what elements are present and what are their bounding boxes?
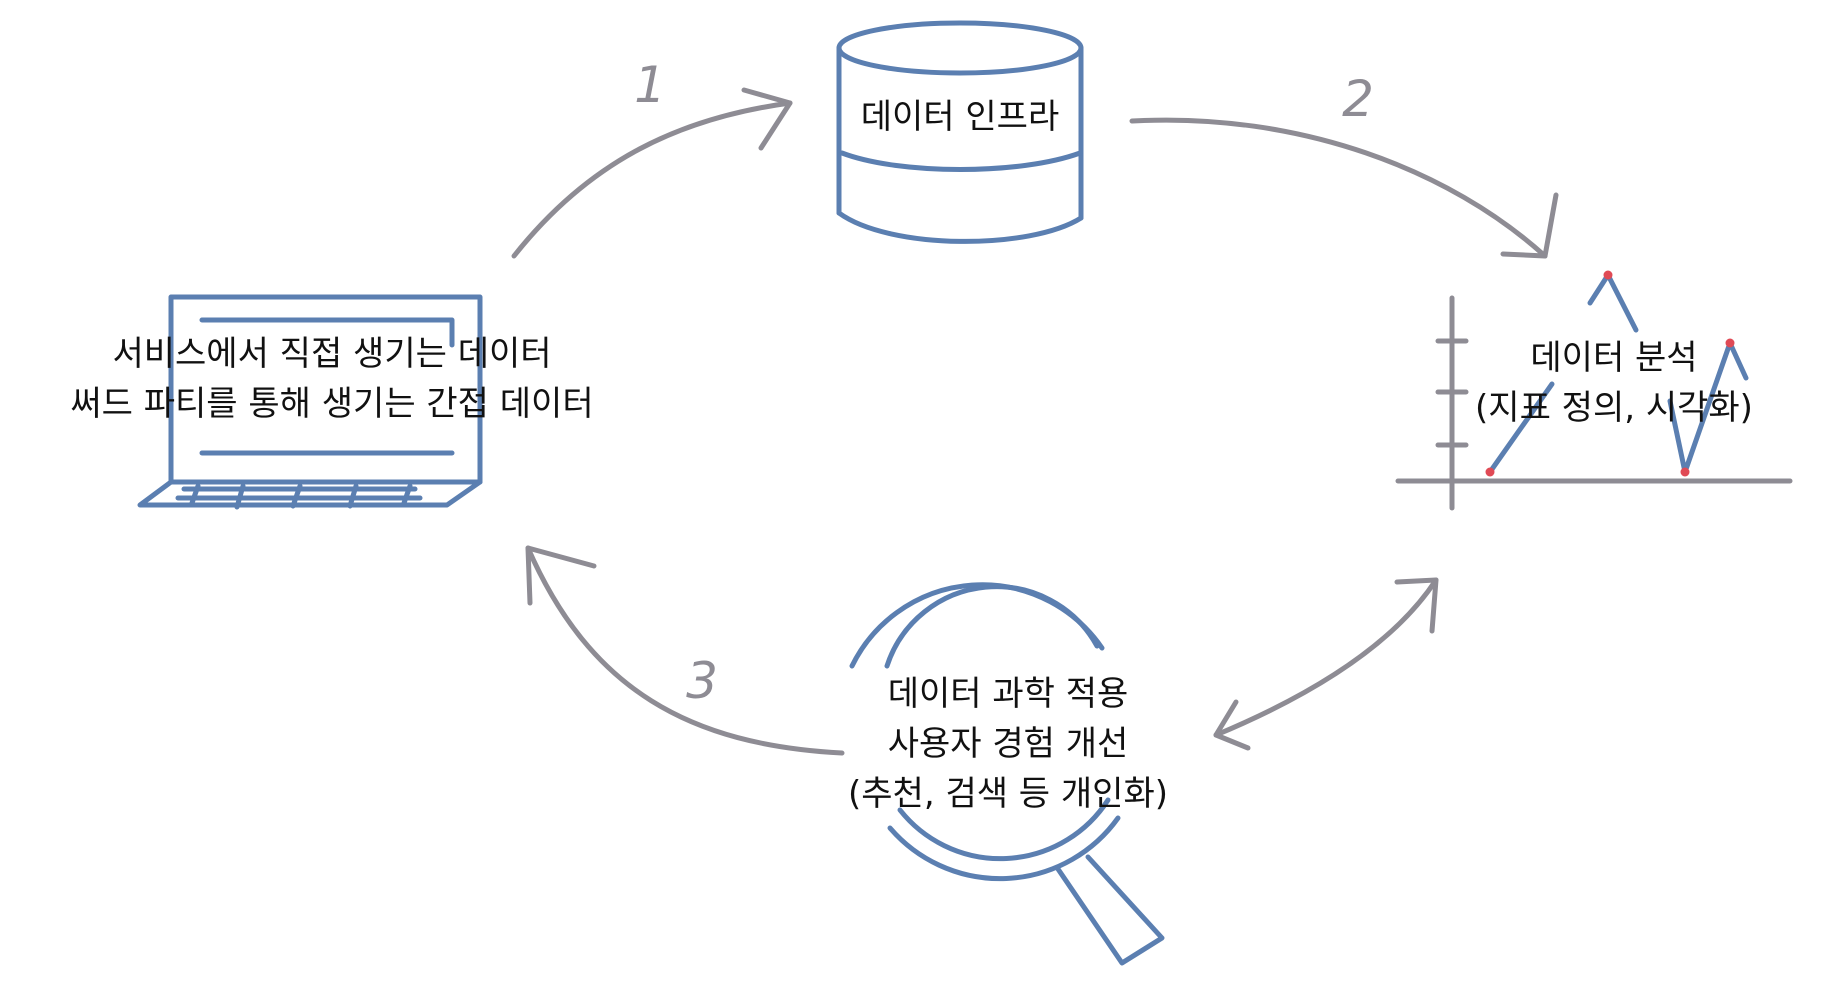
data-infra-label: 데이터 인프라	[861, 92, 1060, 142]
data-infra-label-text: 데이터 인프라	[860, 97, 1060, 137]
data-source-label: 서비스에서 직접 생기는 데이터 써드 파티를 통해 생기는 간접 데이터	[70, 329, 593, 429]
data-science-line-2: 사용자 경험 개선	[887, 724, 1129, 764]
magnifier-icon	[849, 582, 1165, 966]
data-science-line-1: 데이터 과학 적용	[887, 674, 1129, 714]
data-science-label: 데이터 과학 적용 사용자 경험 개선 (추천, 검색 등 개인화)	[848, 669, 1168, 819]
step-1-number: 1	[634, 56, 666, 114]
chart-markers	[1485, 270, 1735, 477]
laptop-icon	[137, 294, 483, 510]
arrow-infra-to-analysis	[1129, 117, 1559, 259]
database-icon	[836, 20, 1084, 244]
chart-marker	[1725, 338, 1735, 348]
data-analysis-line-1: 데이터 분석	[1530, 338, 1698, 378]
data-source-line-2: 써드 파티를 통해 생기는 간접 데이터	[70, 384, 594, 424]
data-science-line-3: (추천, 검색 등 개인화)	[848, 774, 1168, 814]
arrow-science-to-source	[525, 545, 845, 756]
data-source-line-1: 서비스에서 직접 생기는 데이터	[112, 334, 552, 374]
data-analysis-line-2: (지표 정의, 시각화)	[1475, 388, 1753, 428]
step-2-number: 2	[1342, 70, 1374, 128]
line-chart-icon	[1395, 270, 1793, 511]
arrow-source-to-infra	[511, 87, 793, 259]
data-analysis-label: 데이터 분석 (지표 정의, 시각화)	[1475, 333, 1753, 433]
chart-marker	[1680, 467, 1690, 477]
arrow-analysis-science-bidirectional	[1213, 577, 1439, 751]
step-3-number: 3	[686, 652, 718, 710]
chart-axes	[1395, 295, 1793, 511]
chart-marker	[1603, 270, 1613, 280]
chart-marker	[1485, 467, 1495, 477]
